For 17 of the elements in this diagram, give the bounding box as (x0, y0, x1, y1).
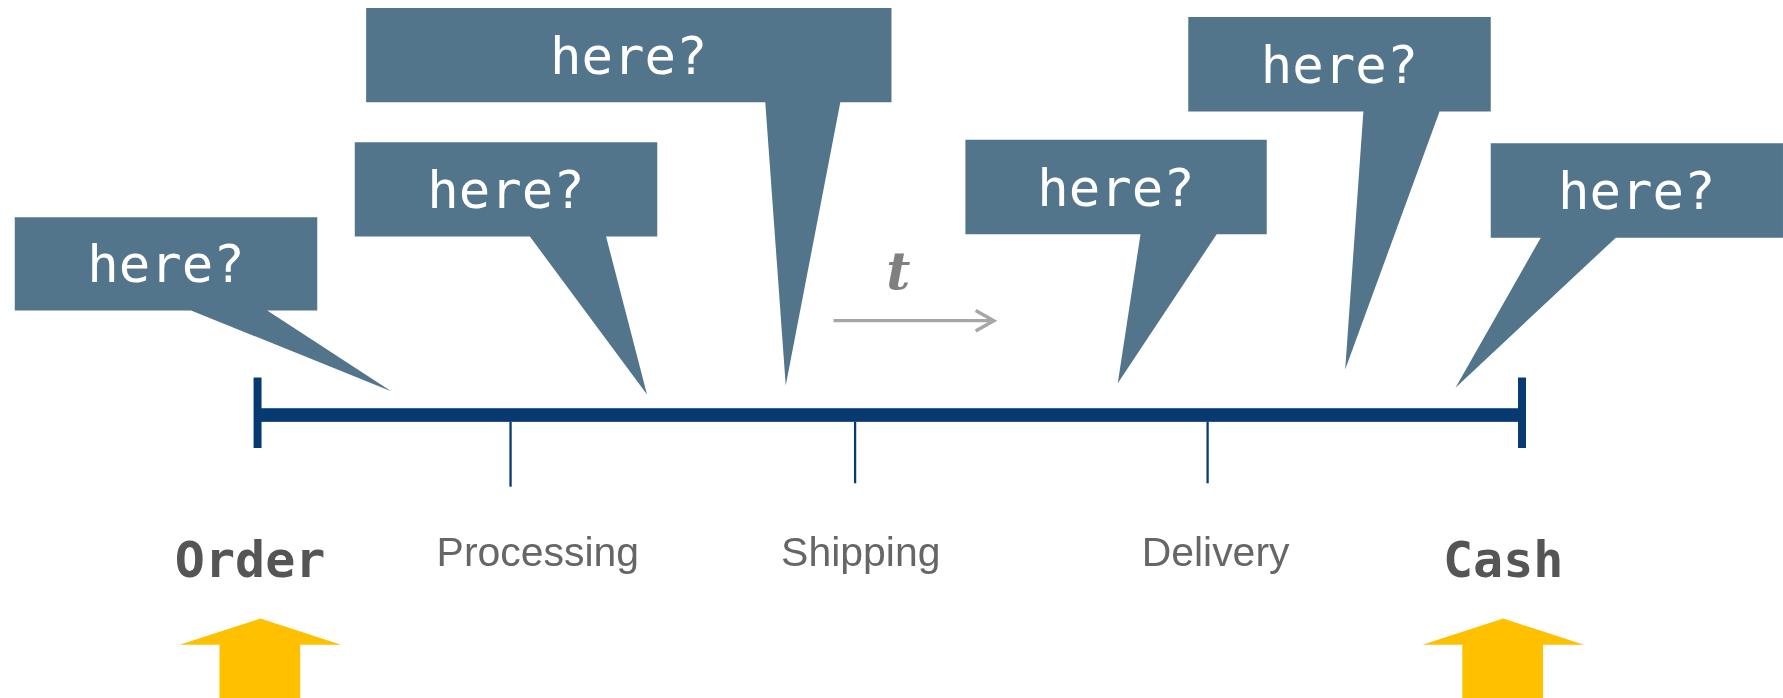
bubble-text: here? (87, 237, 245, 290)
bubble-text: here? (550, 29, 708, 82)
bubble-text: here? (1260, 38, 1419, 91)
stage-label: Processing (436, 532, 640, 574)
bubble-text: here? (1037, 160, 1195, 214)
speech-bubble (14, 217, 392, 392)
bubble-text: here? (427, 163, 585, 216)
speech-bubble (1188, 17, 1491, 370)
stage-label: Shipping (781, 532, 941, 574)
speech-bubble (965, 139, 1267, 384)
speech-bubble (1455, 143, 1783, 388)
bubble-text: here? (1558, 164, 1716, 217)
stage-label: Order (174, 534, 326, 585)
stage-label: Cash (1443, 534, 1564, 585)
time-symbol: t (886, 244, 911, 297)
stage-label: Delivery (1141, 532, 1290, 574)
speech-bubble (354, 142, 658, 395)
